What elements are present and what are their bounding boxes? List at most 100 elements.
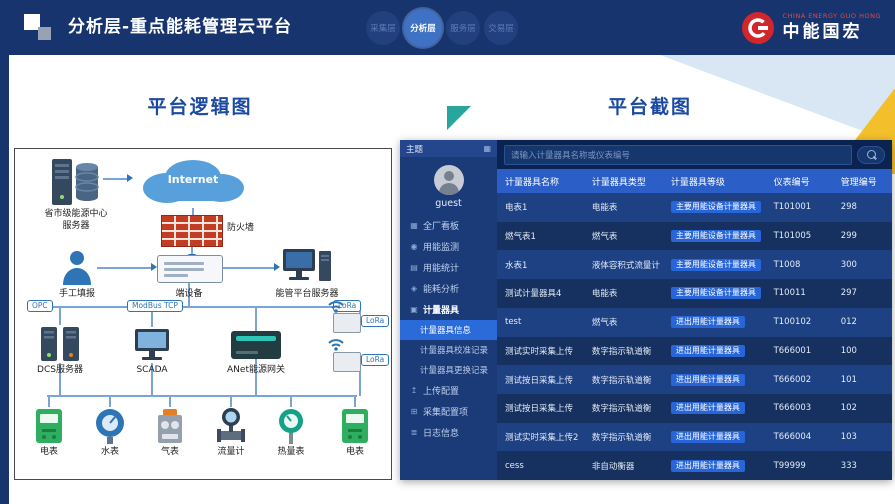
protocol-lora-label: LoRa [333,300,362,312]
user-avatar[interactable] [433,165,464,195]
anet-gateway-stripe [236,336,276,341]
meter-label: 电表 [345,447,364,457]
internet-label: Internet [167,173,219,186]
grade-badge: 进出用能计量器具 [670,344,745,357]
log-icon: ≣ [410,428,418,437]
firewall-label: 防火墙 [227,223,255,233]
table-row[interactable]: 测试按日采集上传 数字指示轨道衡 进出用能计量器具 T666002 101 [497,365,892,394]
table-header: 计量器具名称 计量器具类型 计量器具等级 仪表编号 管理编号 [497,169,892,193]
anet-gateway-icon [231,331,281,359]
meter-label: 气表 [160,447,179,457]
connector [103,178,129,180]
table-row[interactable]: 水表1 液体容积式流量计 主要用能设备计量器具 T1008 300 [497,250,892,280]
dcs-server-icon [37,325,83,363]
connector [192,208,194,216]
right-section-title: 平台截图 [607,96,692,118]
grade-badge: 进出用能计量器具 [670,459,745,472]
table-row[interactable]: 测试实时采集上传2 数字指示轨道衡 进出用能计量器具 T666004 103 [497,422,892,452]
sidebar-subitem-replacement-records[interactable]: 计量器具更换记录 [420,366,489,376]
decor-triangle-teal [447,106,471,130]
sidebar-subitem-calibration-records[interactable]: 计量器具校准记录 [420,346,489,356]
search-button[interactable] [857,145,885,164]
table-row[interactable]: 测试计量器具4 电能表 主要用能设备计量器具 T10011 297 [497,279,892,308]
theme-bar[interactable]: 主题 ▦ [400,140,497,157]
sidebar-item-energy-monitor[interactable]: ◉ 用能监测 [410,242,460,253]
grade-badge: 主要用能设备计量器具 [670,230,761,243]
table-row[interactable]: 测试按日采集上传 数字指示轨道衡 进出用能计量器具 T666003 102 [497,393,892,423]
sidebar-subitem-device-info[interactable]: 计量器具信息 [400,320,497,340]
left-section-title: 平台逻辑图 [147,96,253,118]
sidebar-item-metering-devices[interactable]: ▣ 计量器具 [410,305,460,316]
table-row[interactable]: 燃气表1 燃气表 主要用能设备计量器具 T101005 299 [497,221,892,251]
theme-toggle-icon[interactable]: ▦ [483,144,491,153]
connector [230,395,232,407]
sidebar-item-dashboard[interactable]: ▦ 全厂看板 [410,221,460,232]
firewall-icon [161,215,223,247]
analysis-icon: ◈ [410,284,418,293]
scada-monitor-icon [131,327,173,363]
deck-logo-square-gray [38,27,51,40]
flow-meter-icon [217,408,245,442]
energy-center-server-label: 省市级能源中心 服务器 [44,209,108,231]
monitor-icon: ◉ [410,242,418,251]
company-name-zh: 中能国宏 [782,21,863,42]
stats-icon: ▤ [410,263,418,272]
sidebar-item-collection-config[interactable]: ⊞ 采集配置项 [410,407,469,418]
wifi-signal-icon [328,339,344,351]
platform-server-label: 能管平台服务器 [275,289,339,299]
arrowhead [274,263,280,271]
connector [45,306,361,308]
col-device-name: 计量器具名称 [505,177,560,188]
company-logo-icon [741,11,774,44]
connector [48,395,50,407]
company-brand: CHINA ENERGY GUO HONG 中能国宏 [741,0,881,55]
sidebar-item-log-info[interactable]: ≣ 日志信息 [410,428,460,439]
connector [354,395,356,407]
search-input[interactable] [504,144,852,165]
sidebar-item-energy-stats[interactable]: ▤ 用能统计 [410,263,460,274]
tab-jiaoyiceng[interactable]: 交易层 [484,10,518,45]
table-row[interactable]: 电表1 电能表 主要用能设备计量器具 T101001 298 [497,193,892,222]
connector [97,267,153,269]
lora-tag-label: LoRa [361,315,390,327]
left-accent-stripe [0,55,9,504]
table-row[interactable]: test 燃气表 进出用能计量器具 T100102 012 [497,307,892,337]
scada-label: SCADA [136,365,168,375]
metering-icon: ▣ [410,305,418,314]
layer-tabs: 采集层 分析层 服务层 交易层 [366,0,518,55]
lora-device-icon [333,352,361,372]
deck-logo-square-white [24,14,40,30]
grade-badge: 主要用能设备计量器具 [670,201,761,214]
connector [169,395,171,407]
connector [59,306,61,326]
edge-device-label: 端设备 [175,289,203,299]
energy-center-server-icon [52,159,99,205]
table-row[interactable]: cess 非自动衡器 进出用能计量器具 T99999 333 [497,451,892,481]
col-device-grade: 计量器具等级 [670,177,725,188]
connector [290,395,292,407]
theme-label: 主题 [406,144,424,155]
col-device-type: 计量器具类型 [591,177,646,188]
tab-caijiceng[interactable]: 采集层 [366,10,400,45]
table-row[interactable]: 测试实时采集上传 数字指示轨道衡 进出用能计量器具 T666001 100 [497,336,892,366]
platform-logic-diagram: 省市级能源中心 服务器 Internet 防火墙 手工填报 端设备 [14,148,392,480]
electric-meter-icon [342,409,368,443]
sidebar-item-upload-config[interactable]: ↥ 上传配置 [410,386,460,397]
app-sidebar: 主题 ▦ guest ▦ 全厂看板 ◉ 用能监测 ▤ 用能统计 ◈ [400,140,497,480]
tab-fuwuceng[interactable]: 服务层 [446,10,480,45]
heat-meter-icon [279,409,303,444]
meter-label: 热量表 [277,447,305,457]
company-name: CHINA ENERGY GUO HONG 中能国宏 [783,12,881,43]
grade-badge: 主要用能设备计量器具 [670,258,761,271]
username-label: guest [435,198,462,209]
sidebar-item-energy-analysis[interactable]: ◈ 能耗分析 [410,284,460,295]
app-main: 计量器具名称 计量器具类型 计量器具等级 仪表编号 管理编号 电表1 电能表 主… [497,140,892,481]
edge-device-slot [164,262,204,265]
tab-fenxiceng-active[interactable]: 分析层 [404,8,442,47]
water-meter-icon [96,409,124,444]
search-icon [866,150,876,159]
meter-label: 电表 [39,447,58,457]
grade-badge: 进出用能计量器具 [670,316,745,329]
header-bar: 分析层-重点能耗管理云平台 采集层 分析层 服务层 交易层 CHINA ENER… [0,0,895,55]
